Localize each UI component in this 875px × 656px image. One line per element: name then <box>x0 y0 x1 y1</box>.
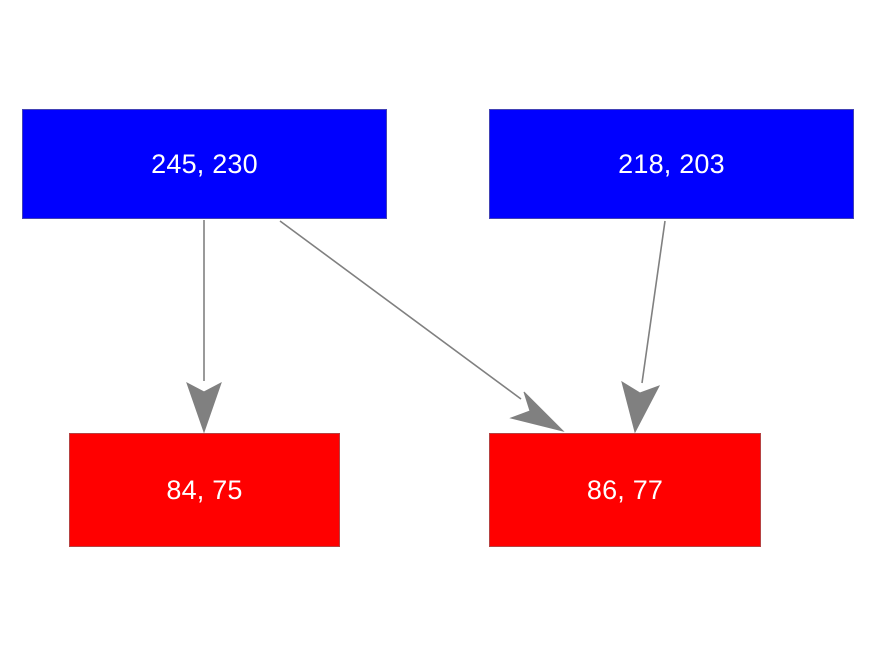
edge-n1-n3 <box>186 220 222 434</box>
edge-arrowhead-n1-n3 <box>186 381 222 434</box>
edge-line-n1-n4 <box>279 220 522 400</box>
edge-n1-n4 <box>279 220 565 432</box>
graph-node-86-77[interactable]: 86, 77 <box>489 433 761 547</box>
graph-node-label: 84, 75 <box>166 474 243 505</box>
graph-node-218-203[interactable]: 218, 203 <box>489 109 854 219</box>
edge-n2-n4 <box>621 220 666 434</box>
graph-node-84-75[interactable]: 84, 75 <box>69 433 340 547</box>
edge-arrowhead-n1-n4 <box>509 391 565 432</box>
graph-node-label: 86, 77 <box>586 474 664 505</box>
edge-line-n2-n4 <box>641 220 666 384</box>
graph-node-245-230[interactable]: 245, 230 <box>22 109 387 219</box>
edge-arrowhead-n2-n4 <box>621 380 661 434</box>
graph-node-label: 245, 230 <box>151 148 258 179</box>
graph-node-label: 218, 203 <box>618 148 725 179</box>
